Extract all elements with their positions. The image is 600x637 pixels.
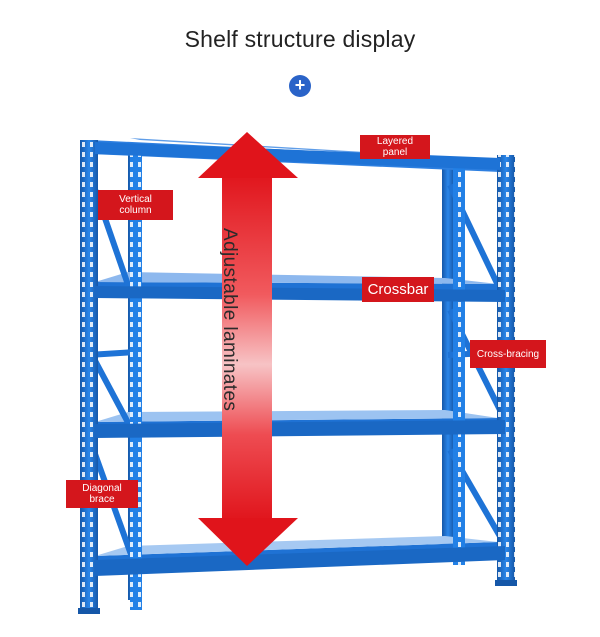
vertical-column-label: Vertical column — [98, 190, 173, 220]
cross-bracing-label: Cross-bracing — [470, 340, 546, 368]
adjustable-laminates-text: Adjustable laminates — [219, 228, 240, 412]
layered-panel-label: Layered panel — [360, 135, 430, 159]
expand-plus-icon[interactable]: + — [289, 75, 311, 97]
crossbar-label: Crossbar — [362, 277, 434, 302]
back-posts — [128, 145, 454, 600]
diagonal-brace-text: Diagonal brace — [82, 483, 122, 505]
diagonal-brace-label: Diagonal brace — [66, 480, 138, 508]
plus-glyph: + — [294, 75, 306, 95]
layered-panel-text: Layered panel — [376, 136, 414, 158]
feet — [78, 580, 517, 614]
vertical-column-text: Vertical column — [119, 194, 152, 216]
double-headed-vertical-arrow-icon — [198, 132, 298, 566]
crossbar-text: Crossbar — [367, 281, 429, 298]
page-title: Shelf structure display — [184, 26, 416, 52]
cross-bracing-text: Cross-bracing — [476, 348, 540, 360]
